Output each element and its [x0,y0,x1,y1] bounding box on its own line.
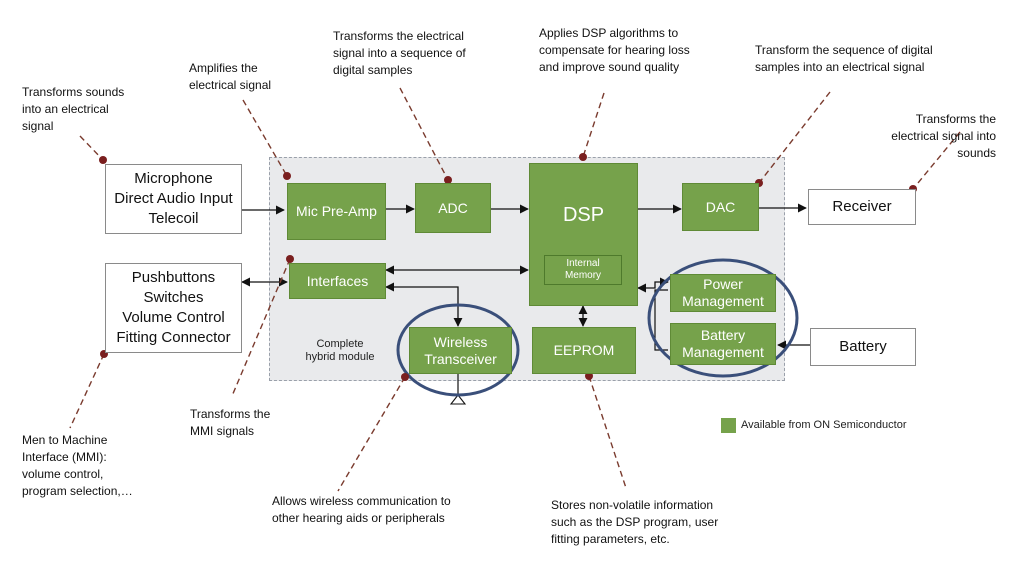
battery-label: Battery [839,338,887,355]
direct-audio-input-label: Direct Audio Input [114,190,233,207]
microphone-label: Microphone [134,170,213,187]
leader-dot [585,372,593,380]
internal-label: Internal [566,258,600,269]
battery-management-label: Management [682,344,764,360]
dsp-label: DSP [562,204,605,226]
power-ellipse [647,258,799,378]
annotation-pushbuttons: Men to Machine Interface (MMI): volume c… [22,433,133,498]
legend-label: Available from ON Semiconductor [741,419,907,431]
leader-dot [99,156,107,164]
power-management-block: Power Management [670,274,776,312]
mic-pre-amp-label: Mic Pre-Amp [296,203,377,219]
receiver-label: Receiver [832,198,892,215]
internal-memory-block: Internal Memory [544,255,622,285]
volume-control-label: Volume Control [122,309,225,326]
switches-label: Switches [143,289,204,306]
antenna-icon [449,394,467,405]
module-label-line1: Complete [316,338,364,350]
annotation-eeprom: Stores non-volatile information such as … [551,498,719,546]
annotation-adc: Transforms the electrical signal into a … [333,29,466,77]
line-power-battery-mgmt [654,289,668,351]
dac-label: DAC [705,198,736,215]
wireless-transceiver-block: Wireless Transceiver [409,327,512,374]
receiver-box: Receiver [808,189,916,225]
dac-block: DAC [682,183,759,231]
leader-dot [283,172,291,180]
legend-swatch [721,418,736,433]
battery-box: Battery [810,328,916,366]
annotation-microphone: Transforms sounds into an electrical sig… [22,85,125,133]
annotation-interfaces: Transforms the MMI signals [190,407,271,438]
annotation-dsp: Applies DSP algorithms to compensate for… [539,26,690,74]
power-management-label: Management [682,293,764,309]
module-label-line2: hybrid module [305,351,375,363]
interfaces-label: Interfaces [306,272,369,289]
arrow-dsp-power [637,277,669,293]
leader-dot [401,373,409,381]
transceiver-label: Transceiver [424,350,497,367]
adc-block: ADC [415,183,491,233]
eeprom-block: EEPROM [532,327,636,374]
pushbuttons-box: Pushbuttons Switches Volume Control Fitt… [105,263,242,353]
leader-dot [286,255,294,263]
memory-label: Memory [564,270,602,281]
eeprom-label: EEPROM [553,342,615,358]
leader-dot [444,176,452,184]
annotation-receiver: Transforms the electrical signal into so… [891,112,996,160]
annotation-wireless: Allows wireless communication to other h… [272,494,451,525]
power-label: Power [703,276,743,292]
interfaces-block: Interfaces [289,263,386,299]
pushbuttons-label: Pushbuttons [131,269,216,286]
annotation-mic-pre-amp: Amplifies the electrical signal [189,61,272,92]
arrow-interfaces-wireless [385,282,463,327]
battery-management-block: Battery Management [670,323,776,365]
module-label: Complete hybrid module [290,338,390,364]
microphone-box: Microphone Direct Audio Input Telecoil [105,164,242,234]
telecoil-label: Telecoil [148,210,199,227]
mic-pre-amp-block: Mic Pre-Amp [287,183,386,240]
battery-mgmt-label: Battery [700,327,746,343]
annotation-dac: Transform the sequence of digital sample… [755,43,933,74]
adc-label: ADC [438,199,468,216]
wireless-label: Wireless [433,333,488,350]
fitting-connector-label: Fitting Connector [116,329,231,346]
wireless-ellipse [396,303,520,397]
leader-dot [579,153,587,161]
